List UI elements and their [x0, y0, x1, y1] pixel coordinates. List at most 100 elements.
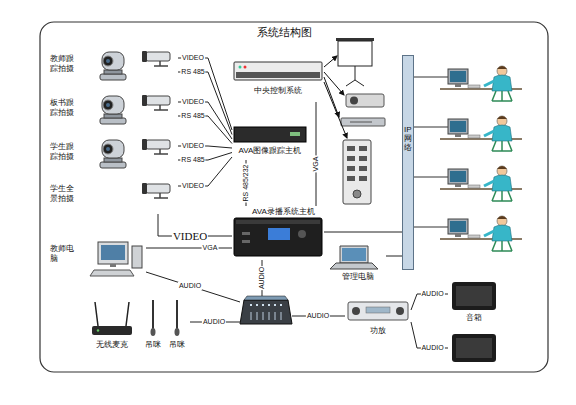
bullet-camera — [142, 51, 170, 66]
teacher-pc: 教师电脑 — [46, 240, 146, 280]
laptop-icon — [330, 246, 378, 269]
signal-label: VGA — [312, 156, 320, 173]
edge-label-holder: RS 485/232 — [242, 164, 250, 203]
edge-label-holder: AUDIO — [420, 344, 444, 352]
teacher-pc-icon — [98, 242, 128, 264]
recording-host-device — [236, 220, 320, 224]
connector — [386, 256, 402, 257]
bullet-camera — [142, 95, 170, 110]
signal-label: RS 485 — [180, 156, 205, 164]
signal-label: VIDEO — [181, 54, 205, 62]
edge-label-holder: VGA — [312, 156, 320, 173]
signal-label: RS 485 — [180, 112, 205, 120]
signal-label: VIDEO — [181, 142, 205, 150]
control-arrows — [324, 82, 347, 138]
central-control-device — [236, 72, 320, 78]
teacher-pc-icon — [90, 242, 142, 276]
mixer — [250, 304, 282, 306]
recording-host-device — [298, 230, 306, 238]
speaker-icons — [456, 338, 492, 358]
projection-screen — [346, 66, 364, 86]
diagram-title: 系统结构图 — [256, 26, 313, 39]
signal-label: VIDEO — [181, 182, 205, 190]
hanging-mic-icon — [151, 328, 156, 336]
label-holder: AUDIO — [258, 266, 266, 290]
workstation — [440, 216, 522, 251]
node-label: AVA录播系统主机 — [252, 207, 315, 217]
teacher-pc-icon — [101, 245, 125, 260]
connector — [324, 232, 402, 233]
ptz-camera — [100, 52, 126, 80]
amplifier-device — [396, 307, 404, 315]
node-label: 音箱 — [466, 313, 482, 323]
signal-label: VIDEO — [172, 230, 208, 242]
title-holder: 系统结构图 — [256, 26, 313, 39]
teacher-pc-icon — [132, 246, 142, 268]
projector — [346, 94, 384, 107]
connector — [316, 102, 317, 206]
teacher-pc-icon — [110, 264, 116, 267]
audio-wires — [146, 260, 345, 322]
mixer — [240, 296, 292, 324]
speaker-pair: 音箱 — [448, 280, 500, 366]
audio-wires — [146, 272, 240, 302]
workstation — [440, 116, 522, 151]
wireless-receiver — [97, 329, 99, 331]
recording-host-device — [242, 232, 250, 243]
camera-group: 板书跟踪拍摄 — [46, 92, 178, 130]
control-panel — [347, 146, 367, 181]
node-label: 学生全景拍摄 — [50, 184, 74, 204]
edge-label-holder: VIDEO — [181, 54, 205, 62]
bullet-camera — [142, 139, 170, 154]
teacher-pc-icon — [90, 270, 134, 276]
speaker-icons — [452, 334, 496, 362]
laptop-icon — [340, 246, 368, 263]
edge-label-holder: AUDIO — [420, 290, 444, 298]
control-panel — [353, 190, 361, 198]
connector — [178, 58, 232, 130]
central-control-device — [239, 66, 242, 69]
mixer — [240, 300, 292, 324]
control-arrows — [324, 77, 339, 117]
amplifier-device — [352, 307, 360, 315]
camera-group: 学生跟踪拍摄 — [46, 136, 178, 174]
signal-label: AUDIO — [202, 318, 226, 326]
camera-icons — [100, 51, 170, 198]
dvd-player — [350, 122, 372, 123]
edge-label-holder: VGA — [202, 244, 219, 252]
projection-screen — [338, 41, 372, 66]
amplifier-device — [348, 302, 408, 320]
workstation — [440, 66, 522, 101]
workstations — [440, 66, 522, 251]
edge-label-holder: VIDEO — [181, 142, 205, 150]
dvd-player — [341, 118, 385, 126]
signal-label: VGA — [202, 244, 219, 252]
network-drops — [414, 77, 448, 227]
tracking-host-device — [234, 127, 306, 142]
connector — [178, 72, 232, 135]
hanging-mic-icon — [151, 300, 180, 336]
projector — [350, 97, 358, 105]
node-label: 学生跟踪拍摄 — [50, 142, 74, 162]
recording-host-device — [234, 218, 322, 256]
workstation — [440, 166, 522, 201]
signal-label: AUDIO — [420, 290, 444, 298]
hanging-mic: 吊咪 — [166, 296, 188, 354]
ptz-camera — [100, 140, 126, 168]
signal-label: AUDIO — [306, 312, 330, 320]
central-control-device — [234, 62, 322, 80]
recording-host: AVA录播系统主机 — [232, 206, 324, 260]
dvd-player — [341, 118, 385, 126]
node-label: 吊咪 — [145, 340, 161, 350]
node-label: 教师电脑 — [50, 244, 74, 264]
speaker-icons — [452, 282, 496, 310]
speaker-icons — [456, 286, 492, 306]
recording-host-device — [234, 218, 322, 256]
node-label: 板书跟踪拍摄 — [50, 98, 74, 118]
edge-label-holder: VIDEO — [172, 230, 208, 242]
control-arrows — [324, 56, 347, 138]
label-holder: AUDIO — [178, 282, 202, 290]
edge-label-holder: RS 485 — [180, 156, 205, 164]
